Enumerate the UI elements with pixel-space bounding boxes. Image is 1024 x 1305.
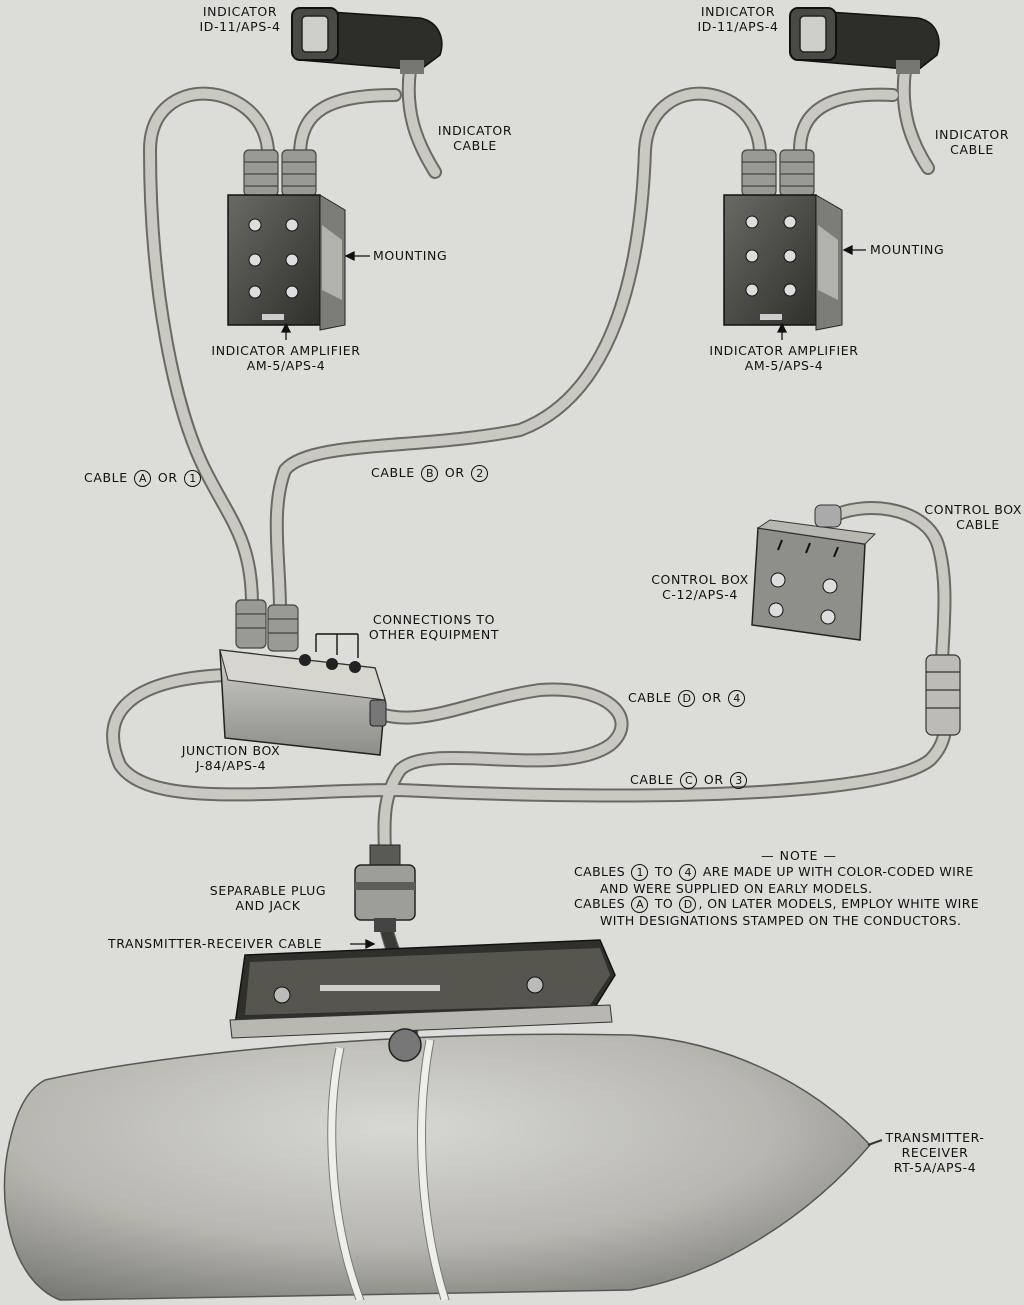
amplifier-right — [723, 149, 843, 331]
label-line: OTHER EQUIPMENT — [368, 627, 500, 642]
note-text: ARE MADE UP WITH COLOR-CODED WIRE — [702, 863, 974, 879]
label-line: SEPARABLE PLUG — [209, 883, 327, 898]
cable-letter-badge: B — [421, 465, 439, 482]
label-line: CABLE — [453, 138, 497, 153]
label-line: CABLE — [950, 142, 994, 157]
label-line: ID-11/APS-4 — [199, 19, 281, 34]
cable-letter-badge: C — [680, 772, 698, 789]
leader-lines — [280, 244, 866, 950]
control-box-label: CONTROL BOX C-12/APS-4 — [640, 572, 760, 602]
cable-letter-badge: D — [678, 690, 696, 707]
label-line: INDICATOR AMPLIFIER — [211, 343, 361, 358]
note-title: — NOTE — — [761, 848, 837, 863]
label-line: ID-11/APS-4 — [697, 19, 779, 34]
indicator-right — [789, 7, 940, 74]
indicator-left-label: INDICATOR ID-11/APS-4 — [190, 4, 290, 34]
amplifier-right-label: INDICATOR AMPLIFIER AM-5/APS-4 — [694, 343, 874, 373]
label-line: INDICATOR — [934, 127, 1010, 142]
cable-number-badge: 3 — [730, 772, 748, 789]
indicator-left — [291, 7, 443, 74]
label-line: CONTROL BOX — [651, 572, 749, 587]
cable-a-label: CABLE A OR 1 — [84, 470, 203, 487]
separable-plug — [354, 844, 416, 932]
cable-b-label: CABLE B OR 2 — [371, 465, 490, 482]
or-word: OR — [444, 465, 465, 480]
note-badge: 1 — [631, 863, 649, 881]
mounting-right-label: MOUNTING — [870, 242, 945, 257]
indicator-cable-right-label: INDICATOR CABLE — [922, 127, 1022, 157]
indicator-cable-left-label: INDICATOR CABLE — [425, 123, 525, 153]
label-line: J-84/APS-4 — [195, 758, 267, 773]
control-box-cable-label: CONTROL BOX CABLE — [914, 502, 1022, 532]
note-line-1: CABLES 1 TO 4 ARE MADE UP WITH COLOR-COD… — [574, 863, 1024, 881]
note-text: , ON LATER MODELS, EMPLOY WHITE WIRE — [698, 896, 980, 911]
cable-note: — NOTE — CABLES 1 TO 4 ARE MADE UP WITH … — [574, 848, 1024, 929]
cable-d-label: CABLE D OR 4 — [628, 690, 747, 707]
cable-c-label: CABLE C OR 3 — [630, 772, 749, 789]
connections-label: CONNECTIONS TO OTHER EQUIPMENT — [360, 612, 508, 642]
label-line: TRANSMITTER- — [885, 1130, 985, 1145]
or-word: OR — [703, 772, 724, 787]
note-line-4: WITH DESIGNATIONS STAMPED ON THE CONDUCT… — [600, 913, 962, 928]
or-word: OR — [701, 690, 722, 705]
tank-body — [3, 1033, 872, 1301]
note-line-3: CABLES A TO D, ON LATER MODELS, EMPLOY W… — [574, 896, 1024, 913]
control-cable-connector — [925, 654, 961, 736]
label-line: JUNCTION BOX — [181, 743, 281, 758]
amplifier-left-label: INDICATOR AMPLIFIER AM-5/APS-4 — [196, 343, 376, 373]
label-line: INDICATOR — [437, 123, 513, 138]
note-text: TO — [654, 896, 674, 911]
label-line: INDICATOR AMPLIFIER — [709, 343, 859, 358]
indicator-right-label: INDICATOR ID-11/APS-4 — [688, 4, 788, 34]
label-line: RT-5A/APS-4 — [893, 1160, 977, 1175]
amplifier-left — [227, 149, 346, 331]
label-line: CONNECTIONS TO — [372, 612, 496, 627]
note-badge: A — [631, 896, 649, 913]
label-line: RECEIVER — [901, 1145, 969, 1160]
label-line: AM-5/APS-4 — [246, 358, 326, 373]
note-text: TO — [654, 863, 674, 879]
note-badge: D — [679, 896, 697, 913]
mounting-left-label: MOUNTING — [373, 248, 448, 263]
cable-letter-badge: A — [134, 470, 152, 487]
label-line: INDICATOR — [202, 4, 278, 19]
tr-cable-label: TRANSMITTER-RECEIVER CABLE — [108, 936, 323, 951]
junction-box-label: JUNCTION BOX J-84/APS-4 — [176, 743, 286, 773]
label-line: AND JACK — [235, 898, 301, 913]
label-line: C-12/APS-4 — [662, 587, 738, 602]
cable-word: CABLE — [630, 772, 674, 787]
cable-number-badge: 1 — [184, 470, 202, 487]
junction-box — [219, 599, 387, 756]
cable-number-badge: 2 — [471, 465, 489, 482]
control-box — [751, 504, 877, 641]
cable-word: CABLE — [84, 470, 128, 485]
separable-plug-label: SEPARABLE PLUG AND JACK — [206, 883, 330, 913]
note-text: CABLES — [574, 896, 626, 911]
note-text: CABLES — [574, 863, 626, 879]
label-line: AM-5/APS-4 — [744, 358, 824, 373]
note-badge: 4 — [679, 863, 697, 881]
or-word: OR — [157, 470, 178, 485]
cable-word: CABLE — [628, 690, 672, 705]
label-line: CONTROL BOX — [924, 502, 1022, 517]
cable-number-badge: 4 — [728, 690, 746, 707]
cable-word: CABLE — [371, 465, 415, 480]
label-line: CABLE — [956, 517, 1000, 532]
cable-runs — [106, 63, 953, 1047]
transmitter-receiver-label: TRANSMITTER- RECEIVER RT-5A/APS-4 — [880, 1130, 990, 1175]
transmitter-receiver — [3, 939, 883, 1302]
label-line: INDICATOR — [700, 4, 776, 19]
note-line-2: AND WERE SUPPLIED ON EARLY MODELS. — [600, 880, 873, 896]
